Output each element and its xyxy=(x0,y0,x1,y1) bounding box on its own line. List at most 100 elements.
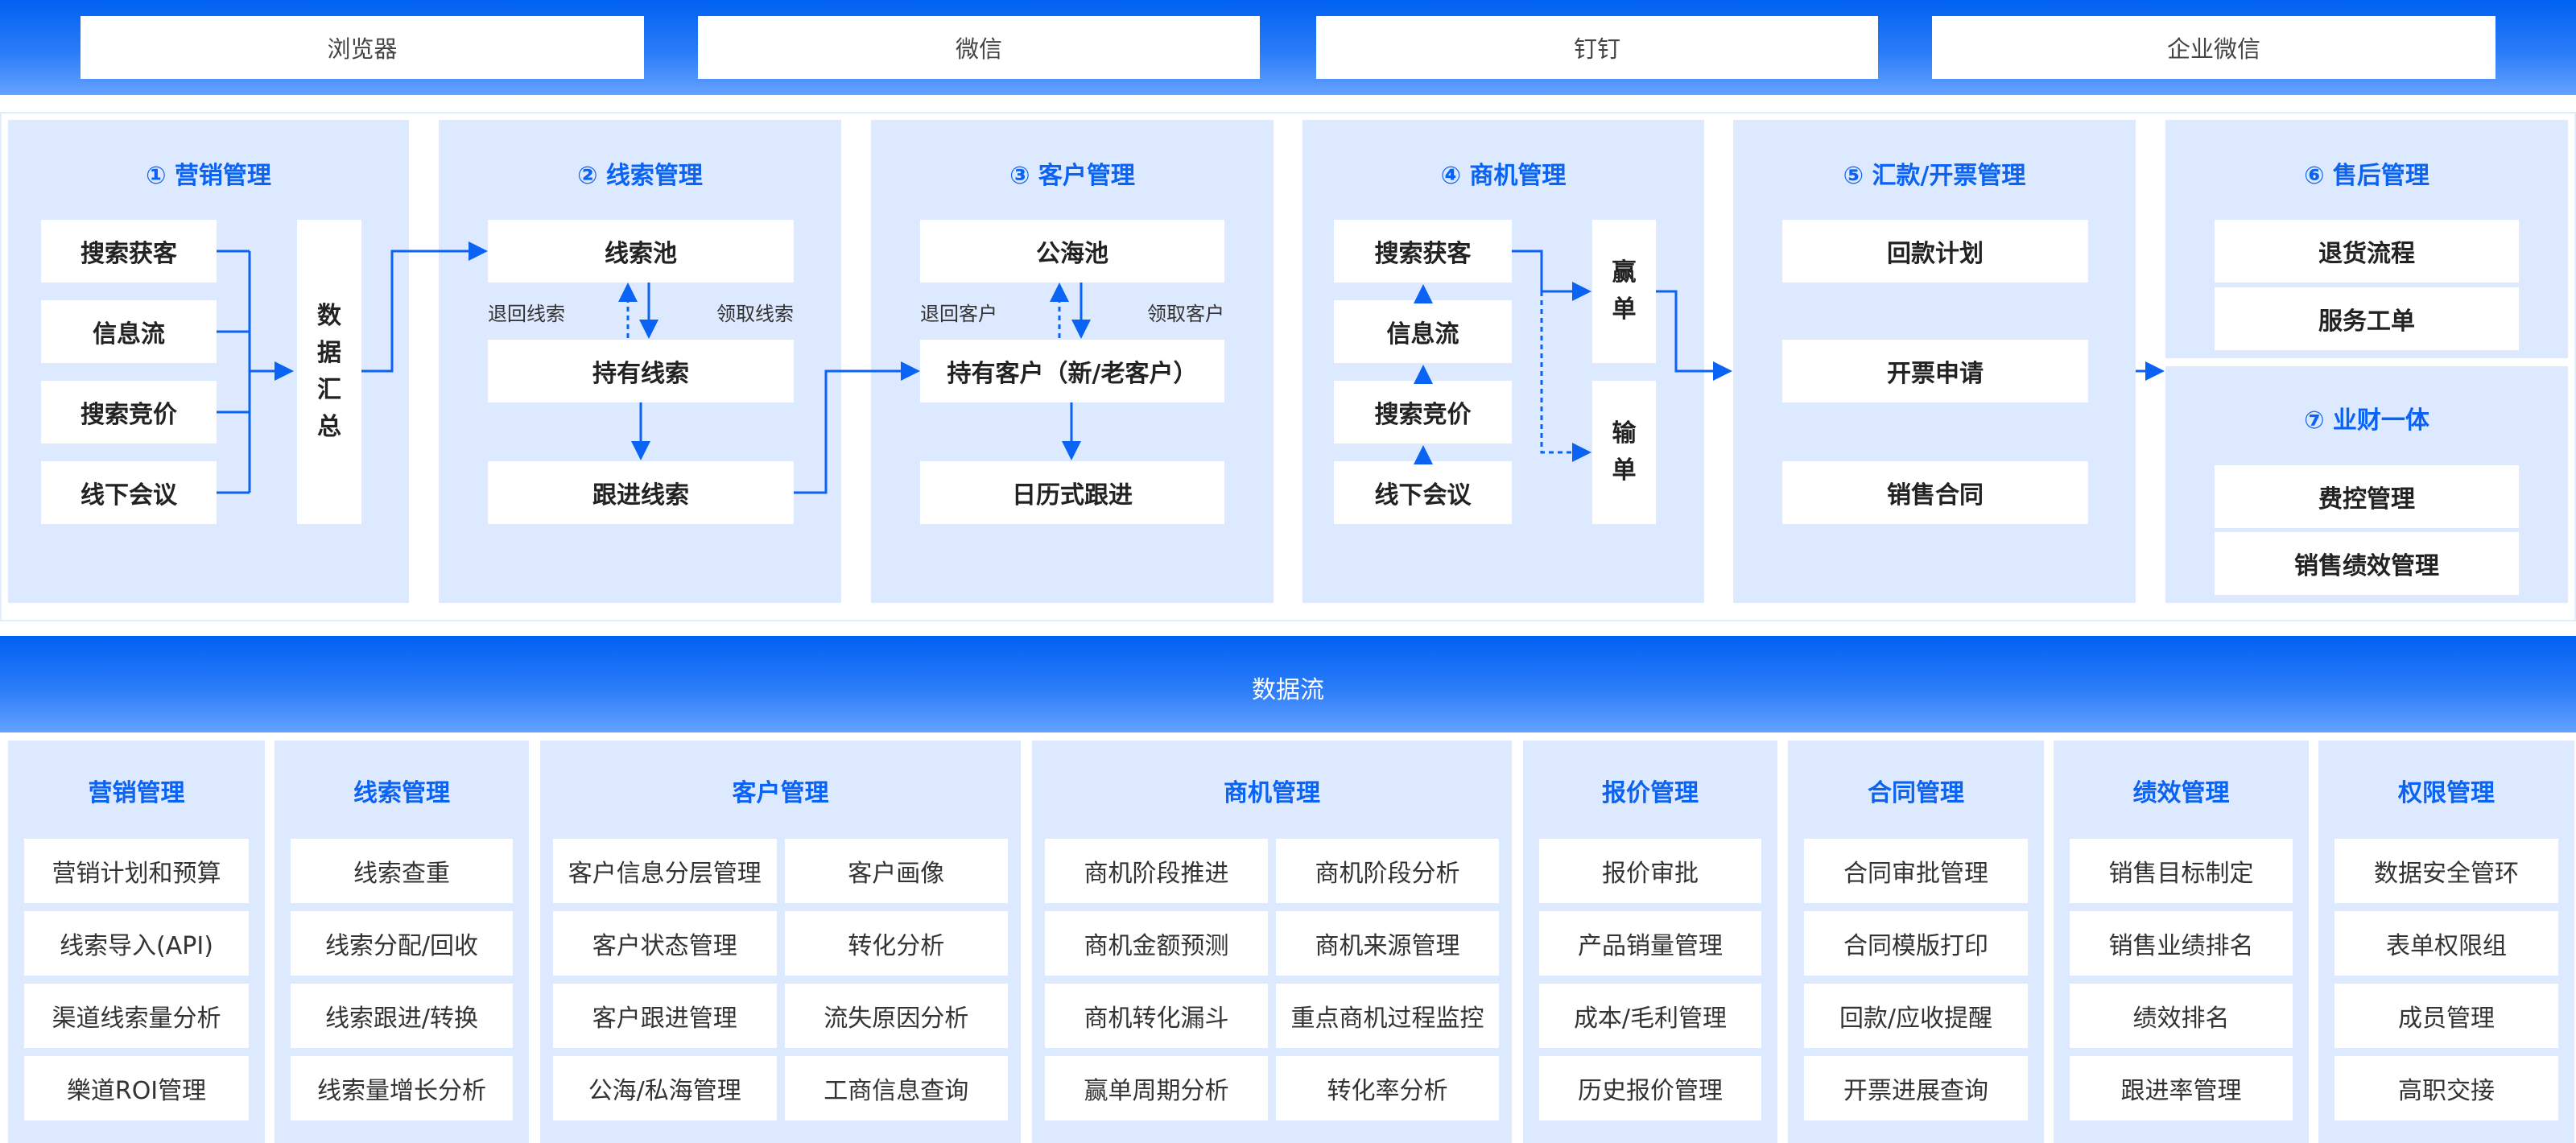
module-item[interactable]: 成员管理 xyxy=(2334,984,2558,1048)
panel-title: ⑤ 汇款/开票管理 xyxy=(1843,162,2026,190)
module-item[interactable]: 数据安全管环 xyxy=(2334,839,2558,903)
claim-lead-label: 领取线索 xyxy=(716,303,794,325)
module-item[interactable]: 历史报价管理 xyxy=(1539,1056,1761,1120)
module-item[interactable]: 回款/应收提醒 xyxy=(1804,984,2028,1048)
module-item[interactable]: 合同审批管理 xyxy=(1804,839,2028,903)
module-item[interactable]: 高职交接 xyxy=(2334,1056,2558,1120)
module-item[interactable]: 转化率分析 xyxy=(1276,1056,1499,1120)
module-item[interactable]: 线索分配/回收 xyxy=(291,911,513,976)
module-item[interactable]: 流失原因分析 xyxy=(784,984,1008,1048)
module-item[interactable]: 商机转化漏斗 xyxy=(1045,984,1268,1048)
aggregate-char: 汇 xyxy=(317,376,341,404)
service-ticket: 服务工单 xyxy=(2215,287,2519,350)
module-title: 商机管理 xyxy=(1224,779,1320,807)
data-flow-band xyxy=(0,636,2576,732)
opp-source-search: 搜索获客 xyxy=(1334,220,1512,283)
module-title: 权限管理 xyxy=(2398,779,2495,807)
module-item[interactable]: 线索导入(API) xyxy=(24,911,249,976)
module-item[interactable]: 商机来源管理 xyxy=(1276,911,1499,976)
source-bidding: 搜索竞价 xyxy=(41,381,217,444)
expense-control: 费控管理 xyxy=(2215,465,2519,528)
panel-opportunities: ④ 商机管理 搜索获客 信息流 搜索竞价 线下会议 赢 单 输 单 xyxy=(1302,120,1704,603)
module-item[interactable]: 产品销量管理 xyxy=(1539,911,1761,976)
won-box: 赢 单 xyxy=(1592,220,1656,363)
panel-title: ④ 商机管理 xyxy=(1440,162,1567,190)
aggregate-char: 总 xyxy=(317,413,341,441)
module-item[interactable]: 线索跟进/转换 xyxy=(291,984,513,1048)
won-char: 赢 xyxy=(1612,258,1637,287)
module-item[interactable]: 渠道线索量分析 xyxy=(24,984,249,1048)
opp-source-feed: 信息流 xyxy=(1334,300,1512,363)
panel-marketing: ① 营销管理 搜索获客 信息流 搜索竞价 线下会议 数 据 汇 总 xyxy=(8,120,409,603)
data-aggregate-box: 数 据 汇 总 xyxy=(297,220,361,524)
opp-source-offline: 线下会议 xyxy=(1334,461,1512,524)
module-item[interactable]: 工商信息查询 xyxy=(784,1056,1008,1120)
module-item[interactable]: 客户画像 xyxy=(784,839,1008,903)
module-item[interactable]: 重点商机过程监控 xyxy=(1276,984,1499,1048)
opp-source-bidding: 搜索竞价 xyxy=(1334,381,1512,444)
panel-title: ⑥ 售后管理 xyxy=(2304,162,2429,190)
sales-performance: 销售绩效管理 xyxy=(2215,532,2519,595)
follow-leads: 跟进线索 xyxy=(488,461,794,524)
panel-business-finance: ⑦ 业财一体 费控管理 销售绩效管理 xyxy=(2165,366,2568,603)
platform-browser[interactable]: 浏览器 xyxy=(80,16,644,79)
module-item[interactable]: 跟进率管理 xyxy=(2070,1056,2293,1120)
platform-dingtalk[interactable]: 钉钉 xyxy=(1316,16,1878,79)
module-item[interactable]: 商机金额预测 xyxy=(1045,911,1268,976)
return-lead-label: 退回线索 xyxy=(488,303,565,325)
lost-box: 输 单 xyxy=(1592,381,1656,524)
panel-title: ① 营销管理 xyxy=(146,162,271,190)
module-title: 报价管理 xyxy=(1602,779,1699,807)
public-pool: 公海池 xyxy=(920,220,1224,283)
module-item[interactable]: 樂道ROI管理 xyxy=(24,1056,249,1120)
module-item[interactable]: 赢单周期分析 xyxy=(1045,1056,1268,1120)
module-item[interactable]: 客户跟进管理 xyxy=(553,984,777,1048)
source-offline: 线下会议 xyxy=(41,461,217,524)
panel-title: ③ 客户管理 xyxy=(1009,162,1135,190)
module-title: 客户管理 xyxy=(732,779,829,807)
return-customer-label: 退回客户 xyxy=(920,303,997,325)
claim-customer-label: 领取客户 xyxy=(1147,303,1224,325)
panel-title: ⑦ 业财一体 xyxy=(2304,406,2429,435)
panel-payment-invoice: ⑤ 汇款/开票管理 回款计划 开票申请 销售合同 xyxy=(1733,120,2136,603)
module-item[interactable]: 公海/私海管理 xyxy=(553,1056,777,1120)
module-item[interactable]: 成本/毛利管理 xyxy=(1539,984,1761,1048)
module-item[interactable]: 线索查重 xyxy=(291,839,513,903)
module-title: 线索管理 xyxy=(353,779,450,807)
platform-wechat[interactable]: 微信 xyxy=(698,16,1260,79)
module-title: 绩效管理 xyxy=(2132,779,2230,807)
panel-leads: ② 线索管理 线索池 退回线索 领取线索 持有线索 跟进线索 xyxy=(439,120,841,603)
module-item[interactable]: 转化分析 xyxy=(784,911,1008,976)
module-title: 营销管理 xyxy=(88,779,185,807)
panel-title: ② 线索管理 xyxy=(577,162,703,190)
module-item[interactable]: 客户状态管理 xyxy=(553,911,777,976)
lost-char: 单 xyxy=(1612,456,1637,485)
panel-customers: ③ 客户管理 公海池 退回客户 领取客户 持有客户（新/老客户） 日历式跟进 xyxy=(871,120,1274,603)
panel-after-sales: ⑥ 售后管理 退货流程 服务工单 xyxy=(2165,120,2568,358)
sales-contract: 销售合同 xyxy=(1782,461,2088,524)
source-search: 搜索获客 xyxy=(41,220,217,283)
held-customers: 持有客户（新/老客户） xyxy=(920,340,1224,402)
module-title: 合同管理 xyxy=(1868,779,1964,807)
return-process: 退货流程 xyxy=(2215,220,2519,283)
module-item[interactable]: 报价审批 xyxy=(1539,839,1761,903)
source-feed: 信息流 xyxy=(41,300,217,363)
aggregate-char: 据 xyxy=(317,339,341,367)
module-item[interactable]: 表单权限组 xyxy=(2334,911,2558,976)
module-item[interactable]: 销售业绩排名 xyxy=(2070,911,2293,976)
platform-wecom[interactable]: 企业微信 xyxy=(1932,16,2496,79)
module-item[interactable]: 客户信息分层管理 xyxy=(553,839,777,903)
module-item[interactable]: 商机阶段分析 xyxy=(1276,839,1499,903)
module-item[interactable]: 商机阶段推进 xyxy=(1045,839,1268,903)
module-item[interactable]: 合同模版打印 xyxy=(1804,911,2028,976)
module-item[interactable]: 绩效排名 xyxy=(2070,984,2293,1048)
held-leads: 持有线索 xyxy=(488,340,794,402)
module-item[interactable]: 开票进展查询 xyxy=(1804,1056,2028,1120)
module-item[interactable]: 线索量增长分析 xyxy=(291,1056,513,1120)
module-item[interactable]: 营销计划和预算 xyxy=(24,839,249,903)
lost-char: 输 xyxy=(1612,419,1637,448)
module-item[interactable]: 销售目标制定 xyxy=(2070,839,2293,903)
aggregate-char: 数 xyxy=(317,302,341,330)
invoice-request: 开票申请 xyxy=(1782,340,2088,402)
lead-pool: 线索池 xyxy=(488,220,794,283)
